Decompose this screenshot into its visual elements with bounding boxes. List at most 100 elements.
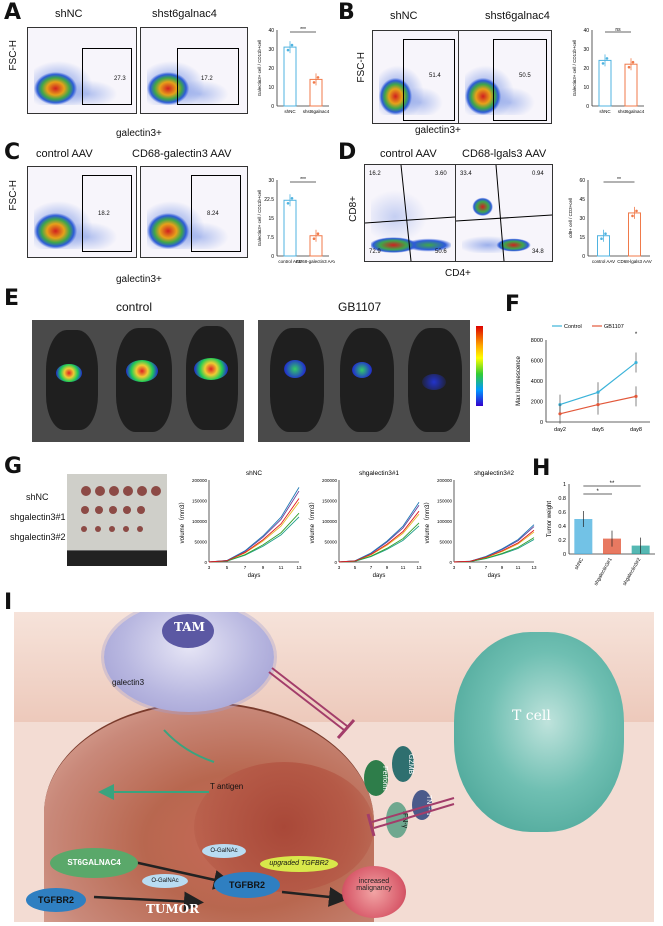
bar (283, 46, 297, 107)
series-line (208, 516, 300, 563)
data-point (316, 232, 320, 236)
series-line (453, 529, 535, 563)
tumor-specimen (151, 486, 161, 496)
panel-d-col2-title: CD68-lgals3 AAV (462, 148, 547, 160)
quadrant-value-lr: 50.6 (435, 249, 447, 255)
quadrant-value-ur: 3.60 (435, 171, 447, 177)
x-tick-label: shst6galnac4 (303, 109, 330, 114)
panel-label-h: H (532, 456, 551, 481)
panel-d-col1-title: control AAV (380, 148, 437, 160)
y-tick-label: 150000 (322, 499, 338, 504)
tumor-specimen (109, 506, 117, 514)
gate (82, 48, 132, 105)
data-point (558, 412, 562, 416)
y-tick-label: 10 (583, 85, 589, 91)
tumor-specimen (137, 506, 145, 514)
y-axis-label: volume（mm3） (424, 499, 431, 544)
imaging-gb1107 (258, 320, 470, 442)
y-tick-label: 0.6 (558, 510, 566, 516)
gate-value: 50.5 (519, 73, 531, 79)
tgfbr2-node-1: TGFBR2 (26, 888, 86, 912)
x-tick-label: day5 (592, 427, 604, 433)
x-tick-label: shNC (284, 109, 296, 114)
y-axis-label: Galectin3+ cell / CD11b+cell (572, 40, 577, 96)
panel-label-g: G (4, 454, 23, 479)
tumor-label: TUMOR (146, 902, 200, 916)
data-point (596, 402, 600, 407)
data-point (604, 232, 607, 236)
tumor-row-label-3: shgalectin3#2 (10, 532, 66, 542)
st6galnac4-node: ST6GALNAC4 (50, 848, 138, 878)
data-point (631, 214, 634, 218)
panel-d-yaxis: CD8+ (348, 196, 359, 222)
panel-label-e: E (4, 286, 20, 311)
data-point (627, 65, 631, 69)
data-point (634, 360, 638, 365)
panel-b-col2-title: shst6galnac4 (485, 10, 550, 22)
panel-a-yaxis: FSC-H (8, 40, 19, 71)
data-point (600, 237, 603, 241)
data-point (601, 62, 605, 65)
y-tick-label: 200000 (437, 478, 453, 483)
x-tick-label: 9 (501, 565, 504, 570)
x-tick-label: CD68-galectin3 AAV (296, 259, 335, 264)
legend-label: GB1107 (604, 324, 624, 330)
panel-a-col2-title: shst6galnac4 (152, 8, 217, 20)
gate (493, 39, 547, 121)
data-point (312, 237, 316, 241)
x-tick-label: 9 (262, 565, 265, 570)
plot-title: shgalectin3#1 (359, 470, 399, 477)
gate-value: 18.2 (98, 211, 110, 217)
series-line (338, 510, 420, 563)
quadrant-value-ul: 16.2 (369, 171, 381, 177)
gate-value: 17.2 (201, 76, 213, 82)
plot-title: shNC (246, 470, 263, 477)
ogalnac-label-1: O-GalNAc (142, 874, 188, 888)
y-tick-label: 45 (579, 197, 585, 203)
y-tick-label: 30 (579, 216, 585, 222)
tam-label: TAM (174, 620, 205, 634)
series-line (208, 501, 300, 563)
y-tick-label: 150000 (437, 499, 453, 504)
x-axis-label: days (488, 573, 501, 579)
gate-value: 8.24 (207, 211, 219, 217)
y-axis-label: Galectin3+ cell / CD11b+cell (257, 40, 262, 96)
x-tick-label: shNC (599, 109, 611, 114)
quadrant-lines (365, 165, 455, 261)
panel-b-xaxis: galectin3+ (415, 125, 461, 136)
panel-label-i: I (4, 590, 13, 615)
quadrant-value-ur: 0.94 (532, 171, 544, 177)
panel-d-flow-plot-2: 33.4 0.94 34.8 (455, 164, 553, 262)
tumor-specimen (95, 506, 103, 514)
quadrant-value-ul: 33.4 (460, 171, 472, 177)
increased-malignancy-node: increased malignancy (342, 866, 406, 918)
panel-b-col1-title: shNC (390, 10, 418, 22)
x-tick-label: 11 (279, 565, 284, 570)
x-tick-label: 3 (338, 565, 341, 570)
tumor-row-label-1: shNC (26, 492, 49, 502)
gate (82, 175, 132, 252)
ifn-molecule: IFN-γ (386, 802, 408, 838)
tgfbr2-node-2: TGFBR2 (214, 872, 280, 898)
y-axis-label: Galectin3+ cell / CD11b+cell (257, 190, 262, 246)
series-line (453, 539, 535, 563)
x-tick-label: 13 (296, 565, 302, 570)
x-tick-label: day8 (630, 427, 642, 433)
panel-a-flow-plot-1: 27.3 (27, 27, 137, 114)
y-tick-label: 0 (204, 560, 207, 565)
quadrant-lines (456, 165, 552, 261)
tumor-row-label-2: shgalectin3#1 (10, 512, 66, 522)
bar (283, 199, 297, 257)
panel-c-yaxis: FSC-H (8, 180, 19, 211)
y-tick-label: 100000 (192, 519, 208, 524)
panel-b-flow-plot-1: 51.4 (372, 30, 459, 124)
data-point (312, 81, 316, 84)
y-axis-label: Tumor weight (547, 501, 553, 537)
data-point (596, 390, 600, 394)
y-tick-label: 50000 (324, 540, 337, 545)
bar (598, 59, 612, 107)
x-tick-label: shgalectin3#1 (593, 557, 614, 586)
